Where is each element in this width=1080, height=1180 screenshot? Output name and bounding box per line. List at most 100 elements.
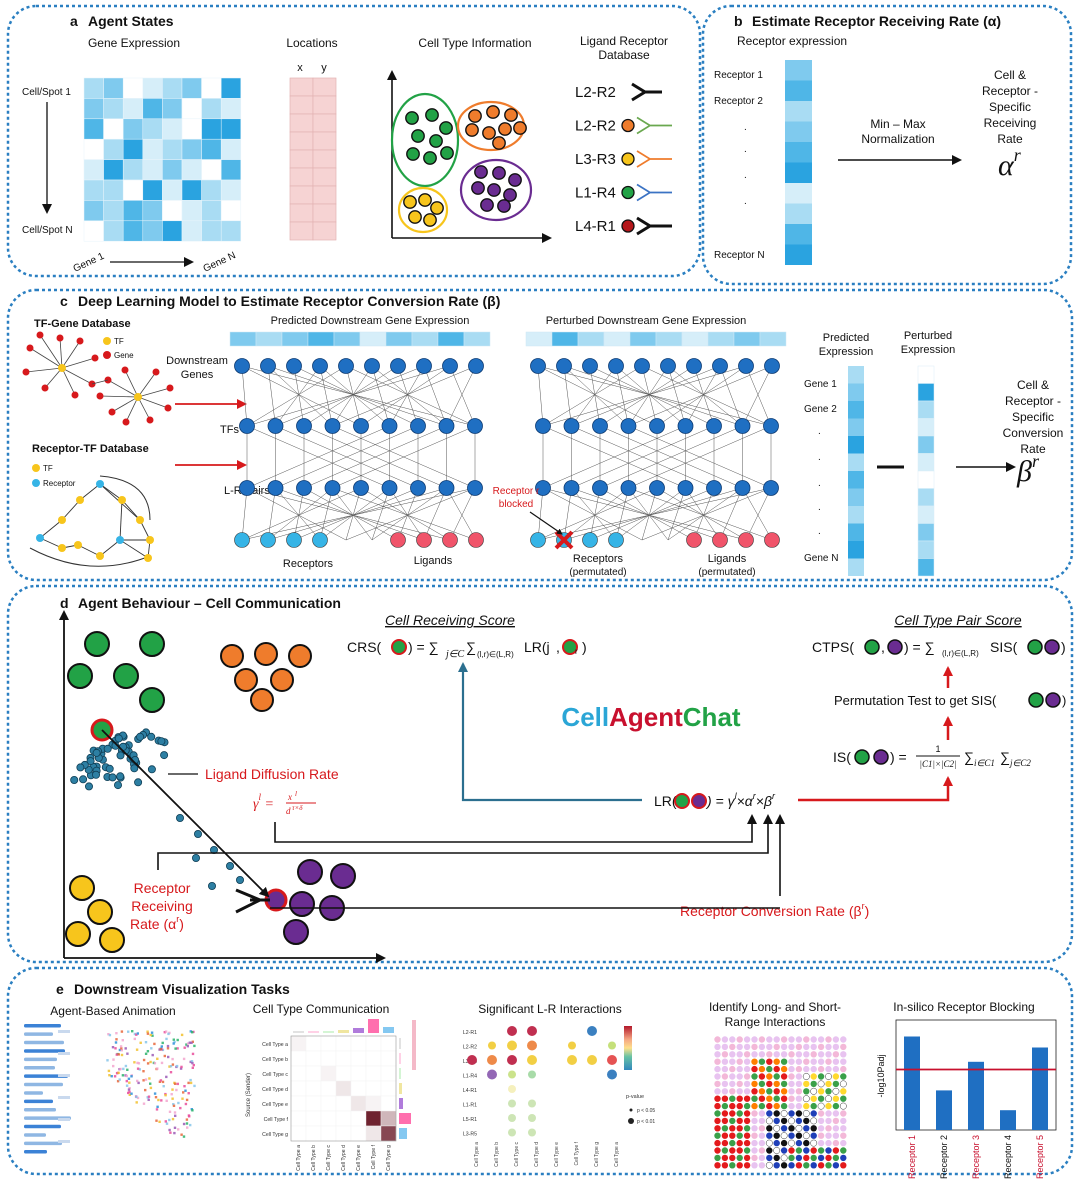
downstream-expression-cell bbox=[359, 331, 387, 347]
heatmap-cell bbox=[365, 1050, 382, 1067]
nn-edge bbox=[275, 365, 321, 427]
crs-formula: CRS( ) = ∑ j∈C ∑ (l,r)∈(L,R) LR(j , r ) bbox=[347, 639, 587, 660]
spatial-spot bbox=[803, 1065, 810, 1073]
spatial-spot bbox=[825, 1088, 832, 1095]
blocking-bar bbox=[968, 1061, 984, 1130]
spatial-spot bbox=[795, 1110, 803, 1117]
result-line: Receptor - bbox=[1005, 394, 1061, 408]
animation-spot bbox=[162, 1085, 165, 1088]
nn-edge bbox=[742, 487, 773, 541]
ctps-purple-icon-2 bbox=[1044, 639, 1060, 655]
panel-c: c Deep Learning Model to Estimate Recept… bbox=[6, 288, 1074, 582]
ctps-mid: ) = ∑ bbox=[904, 639, 935, 655]
spatial-spot bbox=[751, 1065, 758, 1073]
spatial-spot bbox=[766, 1073, 773, 1080]
gene-node bbox=[96, 392, 104, 400]
heatmap-cell bbox=[305, 1125, 322, 1142]
c-gene-n-label: Gene N bbox=[804, 553, 838, 564]
spatial-spot bbox=[840, 1095, 847, 1102]
spatial-spot bbox=[743, 1139, 751, 1147]
heatmap-colorbar bbox=[412, 1020, 416, 1070]
spatial-spot bbox=[743, 1125, 751, 1132]
heatmap-col-label: Cell Type a bbox=[296, 1145, 302, 1171]
dotplot-point bbox=[587, 1055, 597, 1065]
spatial-spot bbox=[721, 1065, 729, 1073]
predicted-expression-cell bbox=[848, 453, 864, 471]
gamma-to-lr-connector bbox=[274, 814, 757, 843]
spatial-spot bbox=[736, 1080, 743, 1088]
receptor-node bbox=[286, 532, 302, 548]
animation-control bbox=[24, 1091, 43, 1095]
gene-expression-heatmap bbox=[83, 77, 242, 242]
heatmap-side-bar bbox=[399, 1128, 407, 1139]
downstream-expression-cell bbox=[437, 331, 465, 347]
gene-node bbox=[122, 418, 130, 426]
spatial-spot bbox=[817, 1058, 825, 1065]
animation-spot bbox=[182, 1091, 185, 1094]
location-cell bbox=[289, 185, 314, 205]
spatial-spot bbox=[751, 1051, 758, 1058]
nn-edge bbox=[693, 365, 715, 427]
animation-spot bbox=[121, 1039, 124, 1042]
animation-spot bbox=[169, 1071, 173, 1074]
spatial-spot bbox=[773, 1073, 780, 1080]
spatial-spot bbox=[810, 1036, 817, 1043]
spatial-spot bbox=[780, 1065, 788, 1073]
heatmap-cell bbox=[142, 138, 163, 160]
nn-edge bbox=[275, 365, 425, 427]
spatial-spot bbox=[751, 1154, 758, 1162]
animation-spot bbox=[187, 1092, 190, 1095]
ctps-lhs: CTPS( bbox=[812, 639, 854, 655]
cell-dot bbox=[503, 188, 517, 202]
orange-cell bbox=[250, 688, 274, 712]
heatmap-cell bbox=[181, 98, 202, 120]
cell-dot bbox=[471, 181, 485, 195]
lr-to-is-arrow bbox=[798, 776, 953, 802]
spatial-spot bbox=[780, 1125, 788, 1132]
animation-control bbox=[24, 1049, 65, 1053]
heatmap-top-bar bbox=[383, 1027, 394, 1033]
bar-label: Receptor 1 bbox=[907, 1135, 917, 1179]
lr-pair-node bbox=[296, 480, 312, 496]
location-cell bbox=[312, 185, 337, 205]
spatial-spot bbox=[714, 1088, 721, 1095]
nn-edge bbox=[537, 365, 658, 427]
heatmap-cell bbox=[201, 200, 222, 222]
cell-dot bbox=[411, 129, 425, 143]
spatial-spot bbox=[758, 1147, 766, 1154]
heatmap-cell bbox=[365, 1125, 382, 1142]
downstream-expression-cell bbox=[385, 331, 413, 347]
result-line: Conversion bbox=[1003, 426, 1064, 440]
dotplot-point bbox=[507, 1055, 517, 1065]
spatial-spot bbox=[795, 1147, 803, 1154]
heatmap-cell bbox=[201, 159, 222, 181]
locations-label: Locations bbox=[286, 36, 337, 50]
dotplot-col-label: Cell Type d bbox=[534, 1142, 540, 1167]
e-task-2-title: Cell Type Communication bbox=[253, 1002, 390, 1016]
nn-edge bbox=[589, 365, 715, 427]
nn-edge bbox=[542, 365, 643, 427]
spatial-spot bbox=[736, 1043, 743, 1051]
downstream-expression-cell bbox=[603, 331, 631, 347]
downstream-expression-cell bbox=[655, 331, 683, 347]
result-line: Receptor - bbox=[982, 84, 1038, 98]
spatial-spot bbox=[840, 1117, 847, 1125]
receptor-expression-cell bbox=[785, 101, 812, 122]
c-gene-1-label: Gene 1 bbox=[804, 379, 837, 390]
heatmap-cell bbox=[220, 138, 242, 160]
animation-spot bbox=[136, 1067, 140, 1070]
network-edge bbox=[39, 334, 63, 369]
animation-spot bbox=[138, 1068, 141, 1071]
network-edge bbox=[107, 379, 139, 398]
dotplot-point bbox=[528, 1114, 536, 1122]
animation-spot bbox=[168, 1128, 171, 1132]
cluster-outline bbox=[459, 158, 533, 222]
panel-a-letter: a bbox=[70, 13, 78, 29]
lr-pair-node bbox=[324, 480, 341, 496]
spatial-spot bbox=[832, 1154, 840, 1162]
ligand-node bbox=[416, 532, 432, 548]
tf-node bbox=[146, 536, 154, 544]
heatmap-cell bbox=[122, 77, 144, 99]
spatial-spot bbox=[803, 1051, 810, 1058]
